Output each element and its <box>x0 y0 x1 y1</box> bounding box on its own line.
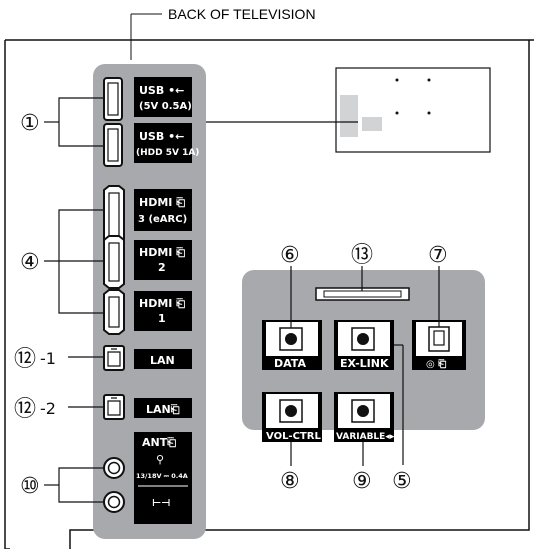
exlink-label: EX-LINK <box>340 357 389 370</box>
hdmi-label-3-line1: HDMI ⎗ <box>139 196 185 209</box>
ant-port-bottom[interactable] <box>103 491 125 513</box>
ant-power-label: 13/18V ⎓ 0.4A <box>136 472 188 480</box>
ant-label-box <box>134 432 192 524</box>
callout-4: ④ <box>20 250 40 275</box>
callout-12-2: ⑫ <box>14 397 36 422</box>
variable-port[interactable] <box>334 392 394 442</box>
hdmi-label-3-box <box>134 189 192 231</box>
ant-label: ANT⎗ <box>142 436 176 449</box>
board-screw-4 <box>427 111 431 115</box>
lan-port-1[interactable] <box>103 345 125 371</box>
callout-9: ⑨ <box>352 469 372 494</box>
usb-label-2-line1: USB •← <box>139 130 184 143</box>
hdmi-label-3-line2: 3 (eARC) <box>138 214 187 225</box>
usb-label-1-box <box>134 77 192 117</box>
callout-12-1-suffix: -1 <box>40 349 56 368</box>
usb-label-1-line2: (5V 0.5A) <box>139 101 192 112</box>
lan-port-2[interactable] <box>103 394 125 420</box>
usb-port-2[interactable] <box>103 123 123 167</box>
hdmi-label-1-line2: 1 <box>158 312 166 325</box>
diagram-title: BACK OF TELEVISION <box>168 6 316 22</box>
callout-12-2-suffix: -2 <box>40 399 56 418</box>
board-block-tall <box>340 95 358 137</box>
hdmi-port-2[interactable] <box>103 235 125 289</box>
variable-label: VARIABLE◂▸ <box>336 432 395 442</box>
callout-7: ⑦ <box>428 243 448 268</box>
lan-label-2: LAN⎗ <box>146 403 180 416</box>
hdmi-label-2-line1: HDMI ⎗ <box>139 246 185 259</box>
tv-outline <box>4 39 534 549</box>
lan-label-2-box <box>134 398 192 418</box>
hdmi-label-2-box <box>134 240 192 280</box>
data-port[interactable] <box>262 320 322 370</box>
volctrl-port[interactable] <box>262 392 322 442</box>
callout-6: ⑥ <box>280 243 300 268</box>
callout-13: ⑬ <box>351 243 373 268</box>
callout-10: ⑩ <box>20 474 40 499</box>
callout-5: ⑤ <box>392 469 412 494</box>
exlink-port[interactable] <box>334 320 394 370</box>
board-screw-3 <box>395 111 399 115</box>
usb-label-1-line1: USB •← <box>139 84 184 97</box>
callout-12-1: ⑫ <box>14 347 36 372</box>
board-screw-2 <box>427 78 431 82</box>
ant-port-top[interactable] <box>103 457 125 479</box>
volctrl-label: VOL-CTRL <box>266 431 321 442</box>
callout-8: ⑧ <box>280 469 300 494</box>
board-screw-1 <box>395 78 399 82</box>
data-label: DATA <box>274 357 306 370</box>
satellite-icon: ⚲ <box>156 453 164 466</box>
hdmi-port-1[interactable] <box>103 289 125 335</box>
usb-port-1[interactable] <box>103 77 123 121</box>
usb-label-2-box <box>134 123 192 163</box>
ant-symbol: ⊢⊣ <box>152 498 170 509</box>
lan-label-1-box <box>134 349 192 369</box>
callout-1: ① <box>20 111 40 136</box>
optical-label: ◎ ⎗ <box>426 358 446 370</box>
usb-label-2-line2: (HDD 5V 1A) <box>136 148 199 158</box>
hdmi-label-1-line1: HDMI ⎗ <box>139 297 185 310</box>
hdmi-label-1-box <box>134 291 192 331</box>
board-block-small <box>362 117 382 131</box>
common-interface-slot[interactable] <box>315 287 410 301</box>
lan-label-1: LAN <box>150 354 175 367</box>
hdmi-label-2-line2: 2 <box>158 261 166 274</box>
board-outline <box>335 67 491 153</box>
